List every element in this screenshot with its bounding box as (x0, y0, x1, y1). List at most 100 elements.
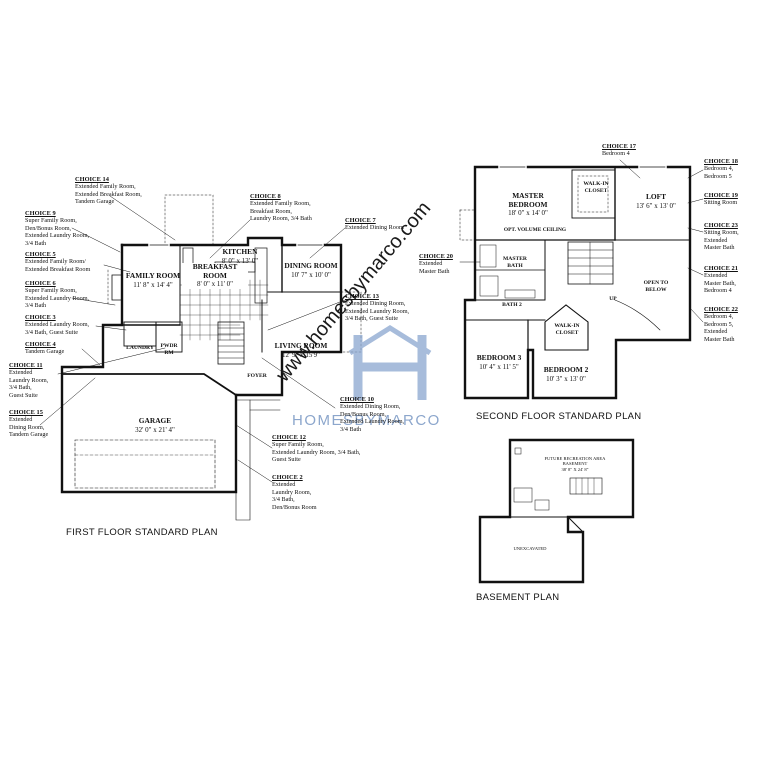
choice-text: Sitting Room (704, 199, 738, 207)
choice-label: CHOICE 14 (75, 176, 109, 183)
choice-label: CHOICE 11 (9, 362, 43, 369)
room-name: DINING ROOM (284, 261, 338, 270)
choice-18-note: CHOICE 18 Bedroom 4, Bedroom 5 (704, 158, 754, 180)
choice-text: Extended Dining Room (345, 224, 404, 232)
choice-text: Extended Dining Room, Tandem Garage (9, 416, 49, 439)
choice-label: CHOICE 8 (250, 193, 281, 200)
room-name: GARAGE (138, 416, 172, 425)
choice-17-note: CHOICE 17 Bedroom 4 (602, 143, 672, 158)
choice-text: Super Family Room, Extended Laundry Room… (25, 287, 90, 310)
opt-volume-ceiling: OPT. VOLUME CEILING (503, 227, 567, 233)
room-name: KITCHEN (222, 247, 258, 256)
choice-13-note: CHOICE 13 Extended Dining Room, Extended… (345, 293, 450, 323)
choice-text: Extended Laundry Room, 3/4 Bath, Guest S… (25, 321, 90, 336)
choice-23-note: CHOICE 23 Sitting Room, Extended Master … (704, 222, 756, 252)
room-name: BEDROOM 2 (543, 365, 589, 374)
future-label: FUTURE RECREATION AREA (544, 456, 606, 461)
room-name: LIVING ROOM (274, 341, 328, 350)
choice-label: CHOICE 22 (704, 306, 738, 313)
room-loft: LOFT 13' 6" x 13' 0" (625, 192, 687, 210)
first-floor-title: FIRST FLOOR STANDARD PLAN (66, 527, 218, 538)
choice-text: Extended Family Room, Breakfast Room, La… (250, 200, 312, 223)
choice-11-note: CHOICE 11 Extended Laundry Room, 3/4 Bat… (9, 362, 69, 399)
room-dims: 11' 8" x 14' 4" (133, 280, 173, 289)
choice-text: Super Family Room, Extended Laundry Room… (272, 441, 361, 464)
choice-label: CHOICE 10 (340, 396, 374, 403)
room-dims: 10' 4" x 11' 5" (479, 362, 519, 371)
basement-dims: 38' 8" X 24' 8" (561, 466, 589, 472)
choice-text: Extended Laundry Room, 3/4 Bath, Den/Bon… (272, 481, 317, 511)
room-laundry: LAUNDRY (126, 345, 154, 351)
room-bedroom-2: BEDROOM 2 10' 3" x 13' 0" (536, 365, 596, 383)
room-name: FAMILY ROOM (125, 271, 181, 280)
choice-20-note: CHOICE 20 Extended Master Bath (419, 253, 464, 275)
basement-title: BASEMENT PLAN (476, 592, 560, 603)
stair-up-label: UP (609, 296, 617, 302)
choice-14-note: CHOICE 14 Extended Family Room, Extended… (75, 176, 185, 206)
choice-3-note: CHOICE 3 Extended Laundry Room, 3/4 Bath… (25, 314, 115, 336)
room-bedroom-3: BEDROOM 3 10' 4" x 11' 5" (470, 353, 528, 371)
room-dims: 12' 9" x 15'9" (282, 350, 320, 359)
room-dining: DINING ROOM 10' 7" x 10' 0" (283, 261, 339, 279)
choice-21-note: CHOICE 21 Extended Master Bath, Bedroom … (704, 265, 756, 295)
choice-text: Extended Laundry Room, 3/4 Bath, Guest S… (9, 369, 49, 399)
choice-text: Bedroom 4, Bedroom 5, Extended Master Ba… (704, 313, 735, 343)
choice-label: CHOICE 20 (419, 253, 453, 260)
choice-12-note: CHOICE 12 Super Family Room, Extended La… (272, 434, 397, 464)
choice-text: Extended Master Bath, Bedroom 4 (704, 272, 736, 295)
choice-label: CHOICE 19 (704, 192, 738, 199)
second-floor-plan (459, 159, 704, 400)
room-walkin-closet-2: WALK-IN CLOSET (554, 323, 580, 336)
room-kitchen: KITCHEN 8' 0" x 13' 0" (212, 247, 268, 265)
room-living: LIVING ROOM 12' 9" x 15'9" (262, 341, 340, 359)
room-pwdr: PWDR RM (160, 343, 178, 356)
choice-text: Extended Master Bath (419, 260, 450, 275)
room-name: BEDROOM 3 (476, 353, 522, 362)
choice-label: CHOICE 7 (345, 217, 376, 224)
choice-text: Sitting Room, Extended Master Bath (704, 229, 739, 252)
choice-6-note: CHOICE 6 Super Family Room, Extended Lau… (25, 280, 115, 310)
room-dims: 10' 7" x 10' 0" (291, 270, 331, 279)
room-walkin-closet-1: WALK-IN CLOSET (583, 181, 609, 194)
choice-label: CHOICE 15 (9, 409, 43, 416)
basement-plan (478, 438, 635, 584)
choice-7-note: CHOICE 7 Extended Dining Room (345, 217, 435, 232)
choice-text: Extended Dining Room, Extended Laundry R… (345, 300, 410, 323)
choice-label: CHOICE 4 (25, 341, 56, 348)
room-dims: 8' 0" x 13' 0" (221, 256, 259, 265)
choice-15-note: CHOICE 15 Extended Dining Room, Tandem G… (9, 409, 69, 439)
choice-2-note: CHOICE 2 Extended Laundry Room, 3/4 Bath… (272, 474, 352, 511)
choice-label: CHOICE 17 (602, 143, 636, 150)
choice-4-note: CHOICE 4 Tandem Garage (25, 341, 105, 356)
choice-label: CHOICE 23 (704, 222, 738, 229)
basement-unexcavated: UNEXCAVATED (513, 546, 547, 551)
room-name: LOFT (645, 192, 667, 201)
room-family: FAMILY ROOM 11' 8" x 14' 4" (124, 271, 182, 289)
first-floor-plan (39, 194, 362, 521)
choice-label: CHOICE 13 (345, 293, 379, 300)
basement-future-area: FUTURE RECREATION AREA BASEMENT 38' 8" X… (535, 456, 615, 472)
room-dims: 8' 0" x 11' 0" (197, 280, 233, 289)
choice-8-note: CHOICE 8 Extended Family Room, Breakfast… (250, 193, 345, 223)
choice-text: Bedroom 4, Bedroom 5 (704, 165, 734, 180)
room-bath-2: BATH 2 (502, 302, 522, 308)
choice-text: Extended Family Room, Extended Breakfast… (75, 183, 142, 206)
watermark-brand: HOMESBYMARCO (292, 412, 441, 429)
room-breakfast: BREAKFAST ROOM 8' 0" x 11' 0" (182, 262, 248, 289)
choice-label: CHOICE 9 (25, 210, 56, 217)
choice-text: Bedroom 4 (602, 150, 630, 158)
choice-22-note: CHOICE 22 Bedroom 4, Bedroom 5, Extended… (704, 306, 756, 343)
room-dims: 13' 6" x 13' 0" (636, 201, 676, 210)
choice-label: CHOICE 6 (25, 280, 56, 287)
room-master-bedroom: MASTER BEDROOM 18' 0" x 14' 0" (493, 191, 563, 218)
choice-text: Extended Dining Room, Den/Bonus Room, Ex… (340, 403, 405, 433)
choice-label: CHOICE 5 (25, 251, 56, 258)
choice-label: CHOICE 21 (704, 265, 738, 272)
choice-label: CHOICE 3 (25, 314, 56, 321)
house-logo-icon (348, 325, 432, 400)
choice-label: CHOICE 2 (272, 474, 303, 481)
choice-5-note: CHOICE 5 Extended Family Room/ Extended … (25, 251, 120, 273)
room-master-bath: MASTER BATH (503, 256, 527, 269)
room-foyer: FOYER (247, 373, 267, 379)
